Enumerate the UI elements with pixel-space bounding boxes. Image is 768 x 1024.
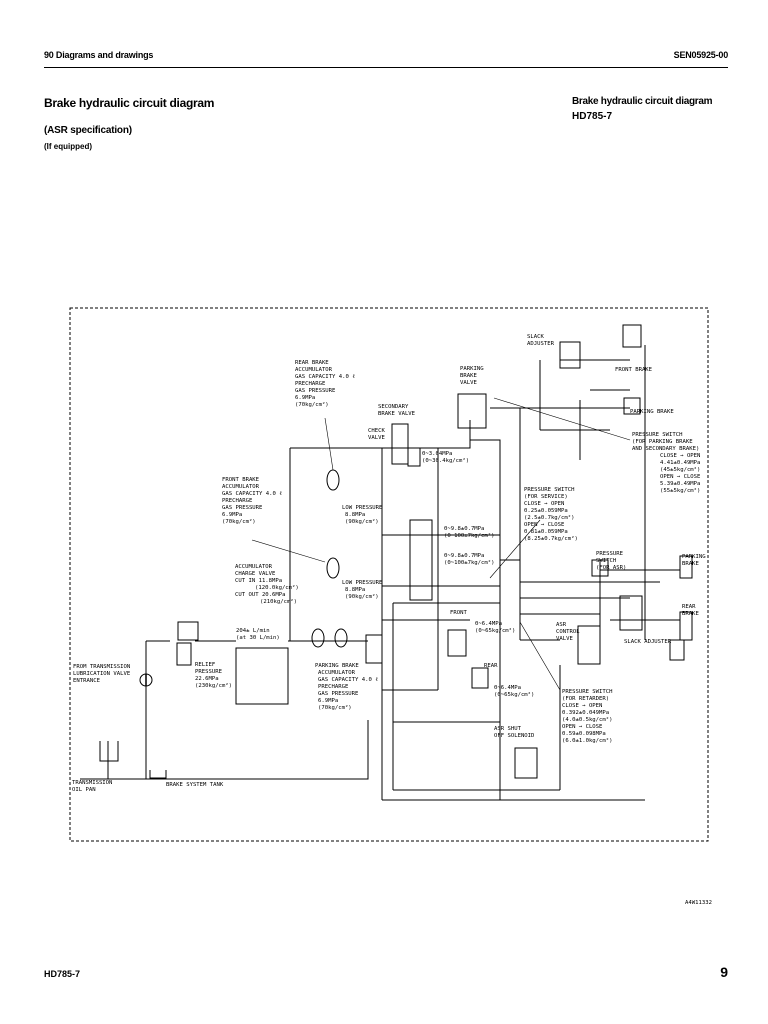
front-valve [447,629,467,657]
relief-valve [177,621,199,641]
header-section: 90 Diagrams and drawings [44,50,154,60]
parking-accumulator-2 [334,628,348,648]
manifold-block [365,634,383,664]
check-valve [407,447,421,467]
h-line-2 [438,420,471,449]
side-title: Brake hydraulic circuit diagram [572,96,713,107]
leader-2 [251,539,326,563]
footer-model: HD785-7 [44,969,81,979]
page-subtitle: (ASR specification) [44,125,132,136]
rear-accumulator [326,469,340,491]
service-valve [409,519,433,601]
page-title: Brake hydraulic circuit diagram [44,96,215,110]
side-model: HD785-7 [572,111,613,122]
header-doc-code: SEN05925-00 [673,50,729,60]
front-range-label: 0~6.4MPa(0~65kg/cm²) [475,621,515,634]
filter [176,642,192,666]
brake-system-tank-label: BRAKE SYSTEM TANK [166,782,224,788]
return-line [80,720,369,780]
ps-retarder-label: PRESSURE SWITCH(FOR RETARDER)CLOSE → OPE… [562,689,613,744]
rear-cyl-lower [669,639,685,661]
leader-3 [493,397,631,441]
leader-5 [489,519,541,579]
drawing-number: A4W11332 [685,900,712,906]
front-accumulator [326,557,340,579]
parking-brake-valve [457,393,487,429]
page-note: (If equipped) [44,142,92,151]
parking-brake-cyl [623,397,641,415]
page-number: 9 [720,964,728,980]
rear-label: REAR [484,663,498,669]
header-rule [44,67,728,68]
secondary-brake-valve [391,423,409,465]
slack-adjuster-bottom [619,595,643,631]
rear-brake-right-cyl [679,611,693,641]
oil-pan [99,741,119,762]
parking-brake-right-cyl [679,555,693,579]
range-1-label: 0~9.8±0.7MPa(0~100±7kg/cm²) [444,526,495,539]
slack-adjuster-bottom-label: SLACK ADJUSTER [624,639,672,645]
check-pressure-label: 0~3.04MPa(0~30.4kg/cm²) [422,451,469,464]
flow-label: 204± L/min(at 30 L/min) [236,628,280,641]
ps-service-label: PRESSURE SWITCH(FOR SERVICE)CLOSE → OPEN… [524,487,578,542]
range-2-label: 0~9.8±0.7MPa(0~100±7kg/cm²) [444,553,495,566]
asr-shutoff-solenoid [514,747,538,779]
ps-asr-block [591,559,609,577]
leader-4 [519,621,561,691]
parking-brake-top-label: PARKING BRAKE [630,409,674,415]
charge-valve [235,647,289,705]
h-line-25 [469,420,501,490]
diagram-border [69,307,709,842]
front-brake-label: FRONT BRAKE [615,367,653,373]
rear-range-label: 0~6.4MPa(0~65kg/cm²) [494,685,534,698]
asr-control-valve [577,625,601,665]
brake-tank [149,770,167,779]
front-brake-cyl [622,324,642,348]
leader-1 [324,417,334,471]
parking-accumulator-1 [311,628,325,648]
slack-adjuster-top [559,341,581,369]
front-label: FRONT [450,610,467,616]
rear-valve [471,667,489,689]
